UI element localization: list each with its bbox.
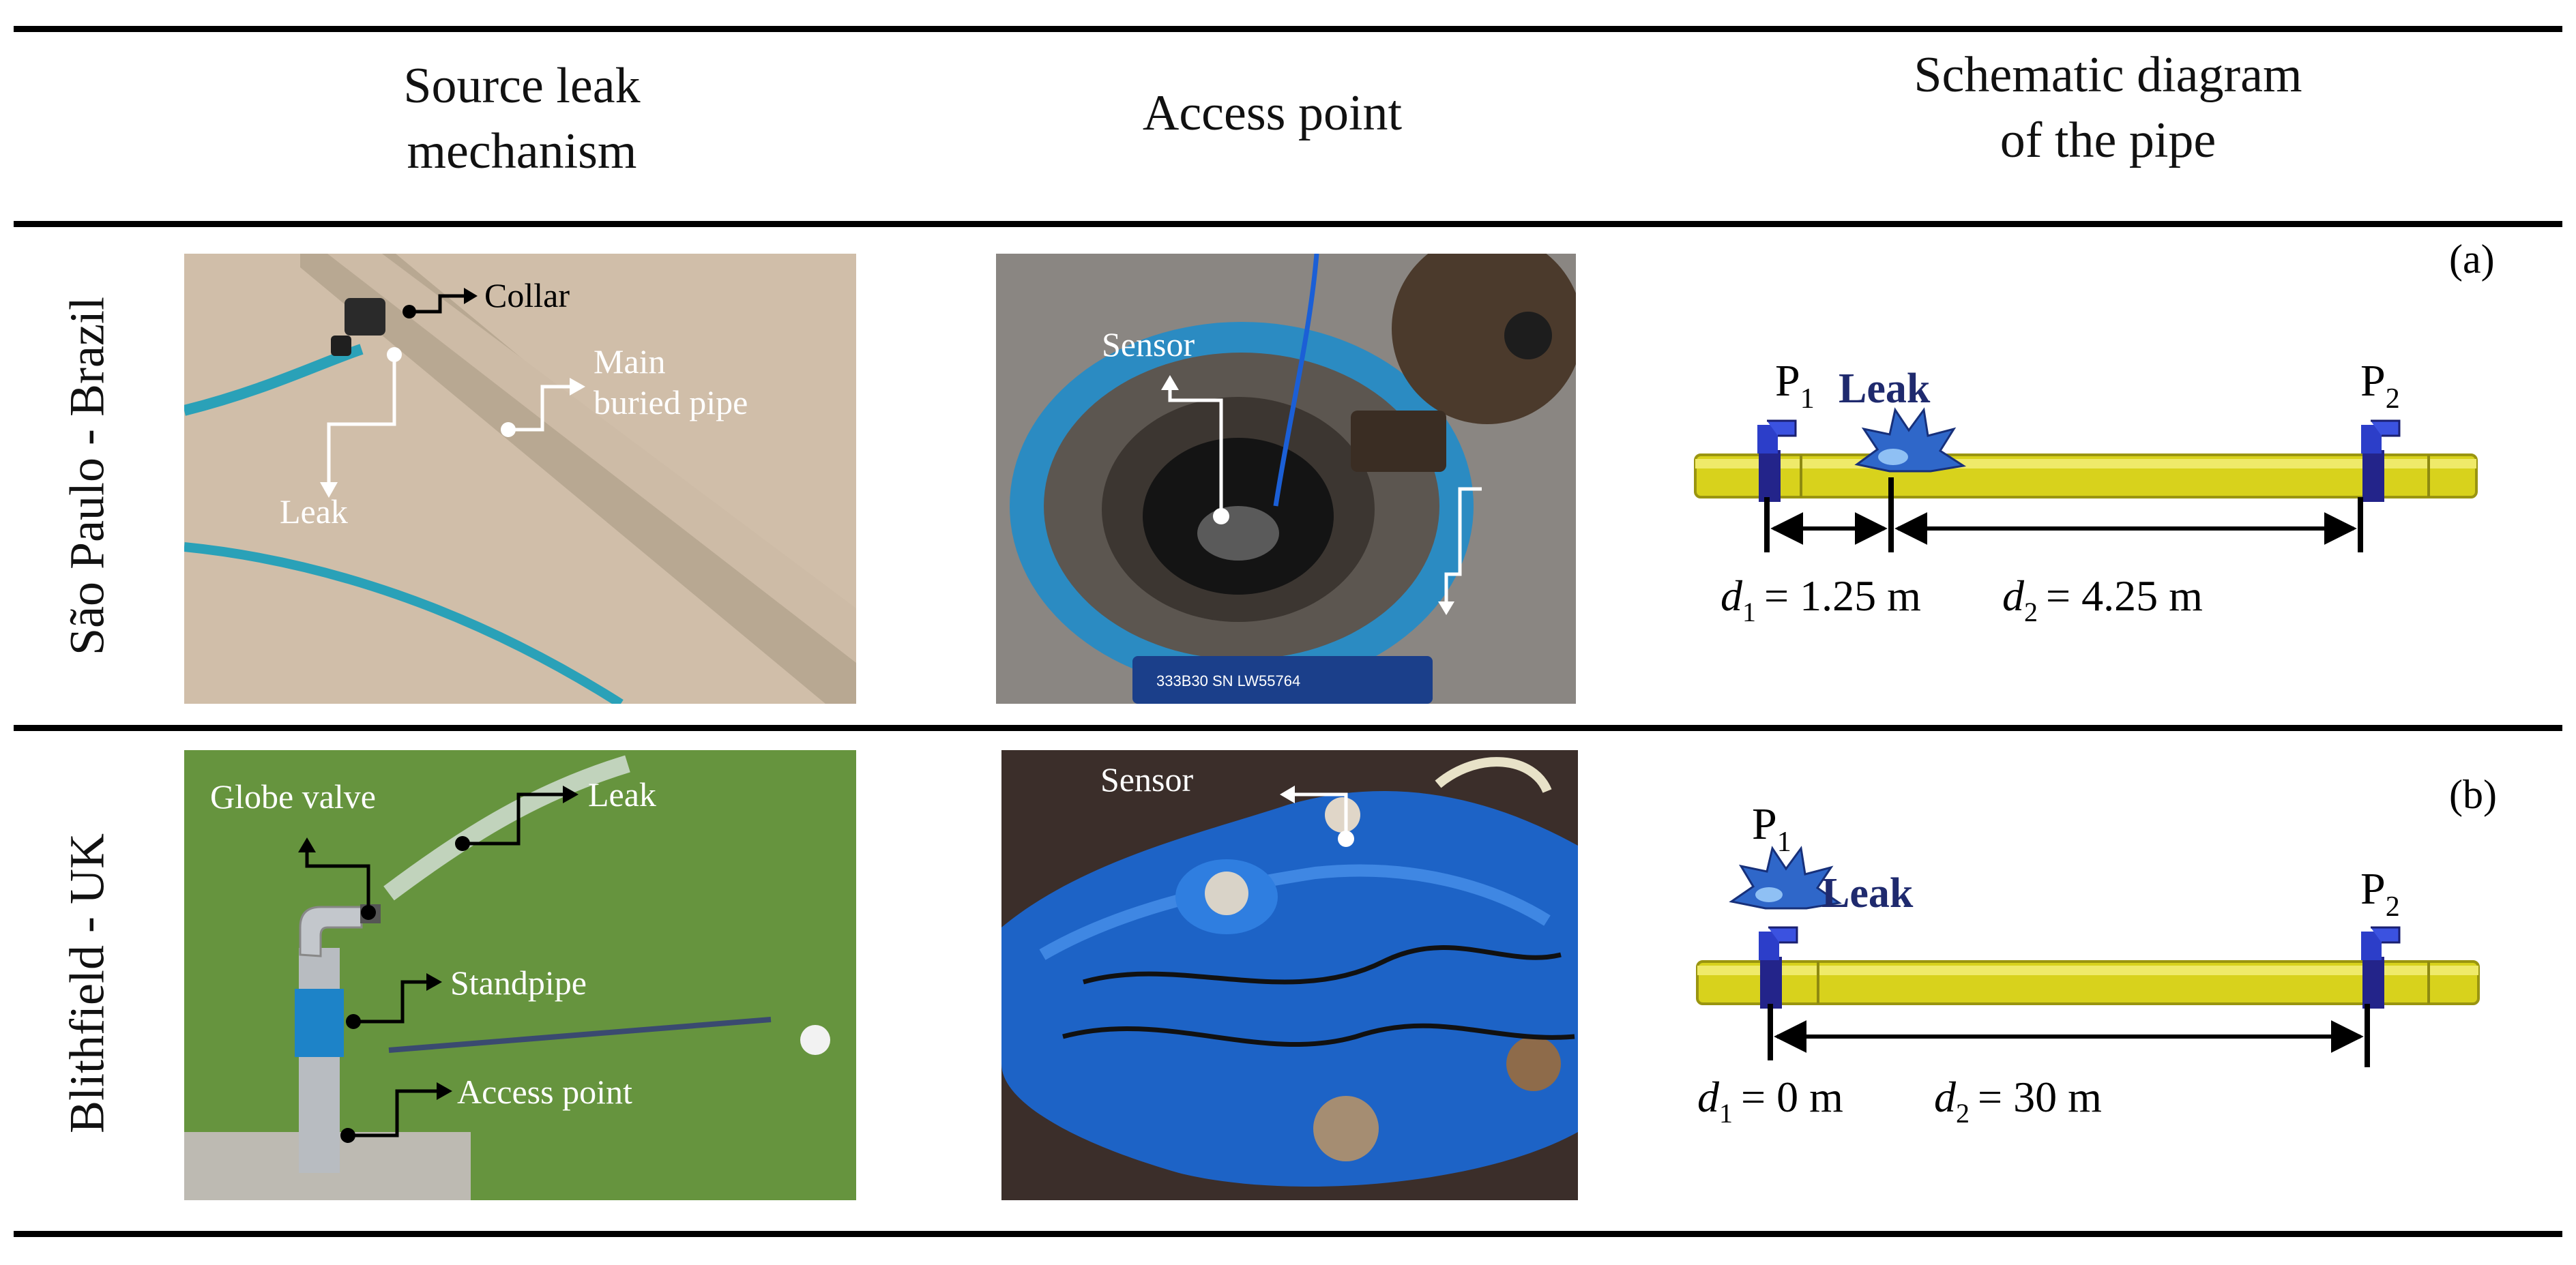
header-bottom-rule [14,221,2562,227]
valve-icon-p2-b [2361,926,2401,1009]
device-serial-text: 333B30 SN LW55764 [1156,672,1300,689]
label-d1-a: d1= 1.25 m [1721,571,1921,627]
photo-blithfield-source-leak: Globe valve Leak Standpipe Access point [184,750,856,1200]
label-p2-b: P2 [2360,864,2400,923]
label-globe-valve: Globe valve [210,777,376,816]
label-collar: Collar [484,276,570,314]
label-d2-a: d2= 4.25 m [2002,571,2203,627]
panel-id-b: (b) [2449,772,2497,817]
row-label-blithfield: Blithfield - UK [59,833,115,1133]
panel-id-a: (a) [2449,242,2495,282]
label-p1-b: P1 [1752,799,1791,858]
photo-sao-paulo-source-leak: Collar Main buried pipe Leak [184,254,856,704]
header-schematic: Schematic diagram of the pipe [1914,47,2302,168]
label-d2-b: d2= 30 m [1934,1073,2102,1129]
label-p2-a: P2 [2360,356,2400,415]
table-top-rule [14,26,2562,32]
label-leak-schematic-b: Leak [1821,870,1914,917]
table-bottom-rule [14,1231,2562,1237]
header-source-leak: Source leak mechanism [403,58,641,179]
label-standpipe: Standpipe [450,964,587,1002]
valve-icon-p2-a [2361,419,2401,502]
label-access-point: Access point [457,1073,632,1111]
label-p1-a: P1 [1775,356,1815,415]
label-leak-b: Leak [588,775,656,814]
schematic-b: (b) P1 P2 Leak d1= 0 m d2= 30 m [1678,750,2576,1227]
photo-blithfield-access-point: Sensor [1001,750,1578,1200]
photo-sao-paulo-access-point: 333B30 SN LW55764 Sensor [996,254,1576,704]
label-main: Main [594,342,666,381]
row-divider-rule [14,725,2562,731]
label-leak-a: Leak [280,492,348,531]
valve-icon-p1-a [1757,419,1797,502]
valve-icon-p1-b [1759,926,1798,1009]
leak-burst-icon-b [1729,846,1842,910]
label-sensor-b: Sensor [1100,760,1193,799]
label-sensor-a: Sensor [1102,325,1195,363]
leak-burst-icon-a [1854,407,1967,473]
label-buried-pipe: buried pipe [594,383,748,421]
schematic-a: (a) P1 P2 Leak d1= 1.25 m d2= 4.25 m [1678,242,2576,723]
label-leak-schematic-a: Leak [1839,366,1931,412]
label-d1-b: d1= 0 m [1697,1073,1843,1129]
header-access-point: Access point [1142,85,1403,141]
row-label-sao-paulo: São Paulo - Brazil [59,297,115,655]
